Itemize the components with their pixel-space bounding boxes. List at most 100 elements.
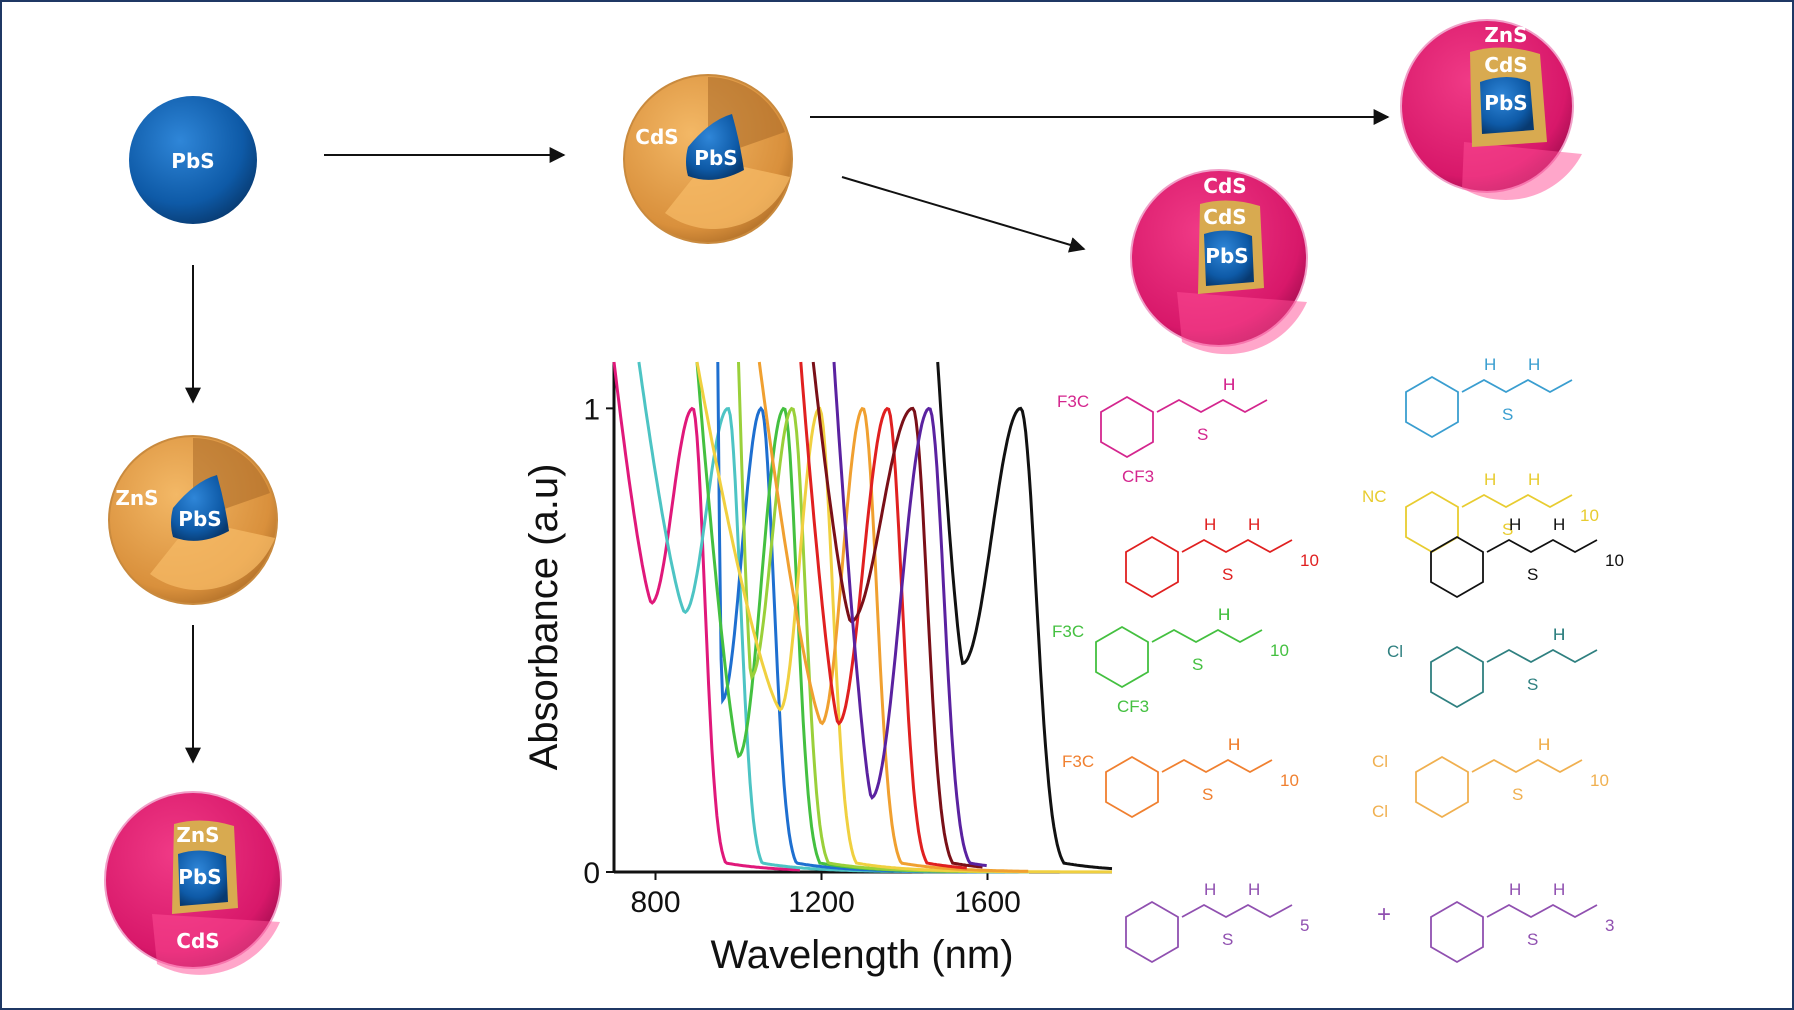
atom-label: S bbox=[1192, 655, 1203, 674]
pbs-core-label: PbS bbox=[1484, 91, 1527, 115]
zns-shell-label: ZnS bbox=[176, 823, 219, 847]
atom-label: NC bbox=[1362, 487, 1387, 506]
atom-label: F3C bbox=[1052, 622, 1084, 641]
atom-label: H bbox=[1553, 515, 1565, 534]
atom-label: H bbox=[1553, 880, 1565, 899]
atom-label: H bbox=[1509, 880, 1521, 899]
atom-label: H bbox=[1484, 470, 1496, 489]
atom-label: Cl bbox=[1372, 802, 1388, 821]
outer-cds-label: CdS bbox=[1203, 174, 1246, 198]
chart-series bbox=[612, 361, 1113, 874]
absorbance-series-1 bbox=[612, 361, 800, 872]
cds-shell-label: CdS bbox=[1484, 53, 1527, 77]
pbs-quantum-dot: PbS bbox=[129, 96, 257, 224]
y-tick-label: 1 bbox=[583, 393, 600, 426]
absorbance-series-7 bbox=[757, 361, 1029, 873]
atom-label: H bbox=[1223, 375, 1235, 394]
atom-label: H bbox=[1248, 880, 1260, 899]
atom-label: 10 bbox=[1590, 771, 1609, 790]
atom-label: S bbox=[1502, 405, 1513, 424]
x-axis-title: Wavelength (nm) bbox=[710, 933, 1013, 977]
absorbance-series-8 bbox=[799, 361, 967, 870]
chart-ticks: 800 1200 1600 0 1 bbox=[583, 393, 1021, 919]
atom-label: Cl bbox=[1372, 752, 1388, 771]
y-axis-title: Absorbance (a.u) bbox=[522, 464, 566, 771]
atom-label: 10 bbox=[1300, 551, 1319, 570]
atom-label: F3C bbox=[1062, 752, 1094, 771]
pbs-cds-zns-particle: ZnS CdS PbS bbox=[1400, 19, 1582, 201]
atom-label: H bbox=[1204, 515, 1216, 534]
atom-label: 10 bbox=[1605, 551, 1624, 570]
pbs-zns-cds-particle: ZnS PbS CdS bbox=[104, 791, 282, 975]
benzene-ring bbox=[1430, 535, 1484, 599]
pbs-core-label: PbS bbox=[178, 507, 221, 531]
atom-label: H bbox=[1248, 515, 1260, 534]
thiourea-chain bbox=[1461, 378, 1573, 394]
benzene-ring bbox=[1125, 900, 1179, 964]
atom-label: S bbox=[1512, 785, 1523, 804]
pbs-label: PbS bbox=[171, 149, 214, 173]
thiourea-chain bbox=[1461, 493, 1573, 509]
atom-label: H bbox=[1218, 605, 1230, 624]
arrow-cds-to-cds bbox=[841, 176, 1086, 253]
atom-label: H bbox=[1538, 735, 1550, 754]
benzene-ring bbox=[1405, 490, 1459, 554]
atom-label: H bbox=[1528, 470, 1540, 489]
pbs-zns-core-shell: ZnS PbS bbox=[108, 435, 278, 605]
x-tick-label: 800 bbox=[630, 886, 680, 919]
ligand-molecule-2: H H S bbox=[1405, 355, 1573, 439]
plus-sign: + bbox=[1377, 901, 1391, 928]
thiourea-chain bbox=[1181, 903, 1293, 919]
benzene-ring bbox=[1105, 755, 1159, 819]
absorbance-series-6 bbox=[695, 361, 1112, 874]
atom-label: F3C bbox=[1057, 392, 1089, 411]
atom-label: Cl bbox=[1387, 642, 1403, 661]
pbs-core-label: PbS bbox=[1205, 244, 1248, 268]
atom-label: S bbox=[1527, 930, 1538, 949]
inner-cds-label: CdS bbox=[1203, 205, 1246, 229]
benzene-ring bbox=[1100, 395, 1154, 459]
absorbance-chart: 800 1200 1600 0 1 Wavelength (nm) Absorbance… bbox=[522, 361, 1113, 977]
atom-label: H bbox=[1528, 355, 1540, 374]
thiourea-chain bbox=[1486, 648, 1598, 664]
atom-label: S bbox=[1527, 675, 1538, 694]
thiourea-chain bbox=[1161, 758, 1273, 774]
atom-label: S bbox=[1197, 425, 1208, 444]
atom-label: H bbox=[1553, 625, 1565, 644]
absorbance-series-10 bbox=[832, 361, 987, 868]
y-tick-label: 0 bbox=[583, 857, 600, 890]
x-tick-label: 1600 bbox=[954, 886, 1021, 919]
atom-label: H bbox=[1484, 355, 1496, 374]
pbs-core-label: PbS bbox=[178, 865, 221, 889]
atom-label: S bbox=[1222, 565, 1233, 584]
benzene-ring bbox=[1405, 375, 1459, 439]
atom-label: H bbox=[1223, 375, 1235, 394]
cds-shell-label: CdS bbox=[635, 125, 678, 149]
atom-label: S bbox=[1502, 520, 1513, 539]
thiourea-chain bbox=[1486, 903, 1598, 919]
atom-label: H bbox=[1228, 735, 1240, 754]
thiourea-chain bbox=[1471, 758, 1583, 774]
x-tick-label: 1200 bbox=[788, 886, 855, 919]
absorbance-series-9 bbox=[811, 361, 983, 869]
atom-label: S bbox=[1527, 565, 1538, 584]
atom-label: 5 bbox=[1300, 916, 1309, 935]
atom-label: CF3 bbox=[1117, 697, 1149, 716]
cds-shell-label: CdS bbox=[176, 929, 219, 953]
atom-label: H bbox=[1538, 735, 1550, 754]
benzene-ring bbox=[1415, 755, 1469, 819]
atom-label: H bbox=[1228, 735, 1240, 754]
thiourea-chain bbox=[1486, 538, 1598, 554]
pbs-cds-core-shell: CdS PbS bbox=[623, 74, 793, 244]
zns-shell-label: ZnS bbox=[115, 486, 158, 510]
thiourea-chain bbox=[1151, 628, 1263, 644]
